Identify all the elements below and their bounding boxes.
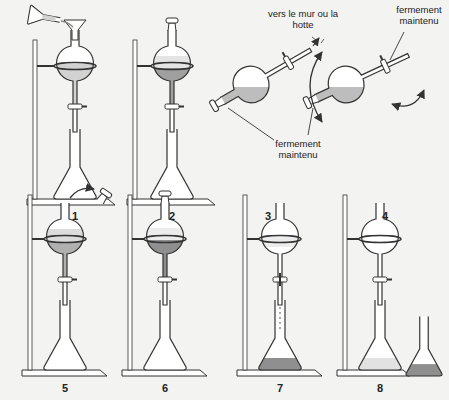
- callout-number: 2: [162, 210, 182, 223]
- vent-arrow: [313, 38, 319, 46]
- callout-number: 1: [65, 210, 85, 223]
- panel-1-pouring: [27, 1, 115, 205]
- panel-6-settling: [122, 191, 207, 376]
- callout-number: 5: [55, 382, 75, 395]
- leader-line: [308, 108, 313, 135]
- callout-number: 3: [258, 210, 278, 223]
- leader-line: [390, 32, 404, 60]
- annotation-label: fermement maintenu: [392, 4, 446, 27]
- shake-arrow: [392, 90, 424, 106]
- panel-2-stoppered: [127, 18, 215, 205]
- panel-8-separated: [337, 195, 445, 376]
- shake-arrow: [310, 52, 322, 122]
- callout-number: 6: [155, 382, 175, 395]
- callout-number: 8: [370, 382, 390, 395]
- panel-5-unstoppered: [22, 188, 112, 376]
- annotation-label: vers le mur ou la hotte: [266, 8, 340, 31]
- leader-line: [228, 108, 274, 140]
- panel-7-draining: [237, 195, 322, 376]
- remove-arrow: [70, 188, 94, 198]
- callout-number: 4: [375, 210, 395, 223]
- annotation-label: fermement maintenu: [268, 138, 328, 161]
- callout-number: 7: [270, 382, 290, 395]
